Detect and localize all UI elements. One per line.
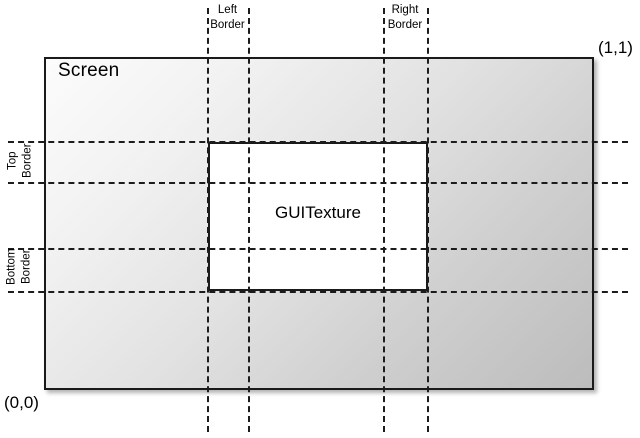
guide-line-bottom-border-outer (8, 291, 628, 293)
left-border-label-line1: Left (217, 4, 238, 16)
left-border-label: Left Border (207, 3, 248, 32)
right-border-label: Right Border (383, 3, 427, 32)
screen-label: Screen (58, 60, 120, 81)
bottom-border-label-line1: Bottom (5, 248, 18, 285)
guide-line-right-border-outer (427, 8, 429, 432)
guitexture-rectangle (208, 142, 428, 291)
bottom-border-label-line2: Border (20, 249, 32, 284)
guide-line-right-border-inner (383, 8, 385, 432)
top-border-label-line1: Top (6, 151, 19, 170)
right-border-label-line1: Right (391, 4, 419, 16)
guide-line-bottom-border-inner (8, 248, 628, 250)
top-border-label: Top Border (5, 137, 34, 185)
coordinate-label-bottom-left: (0,0) (4, 393, 39, 412)
guide-line-left-border-outer (207, 8, 209, 432)
guide-line-top-border-outer (8, 141, 628, 143)
top-border-label-line2: Border (21, 143, 33, 178)
right-border-label-line2: Border (387, 18, 423, 31)
coordinate-label-top-right: (1,1) (598, 38, 633, 57)
guide-line-left-border-inner (248, 8, 250, 432)
guide-line-top-border-inner (8, 182, 628, 184)
bottom-border-label: Bottom Border (4, 241, 33, 293)
left-border-label-line2: Border (210, 18, 245, 31)
guitexture-label: GUITexture (275, 203, 361, 222)
